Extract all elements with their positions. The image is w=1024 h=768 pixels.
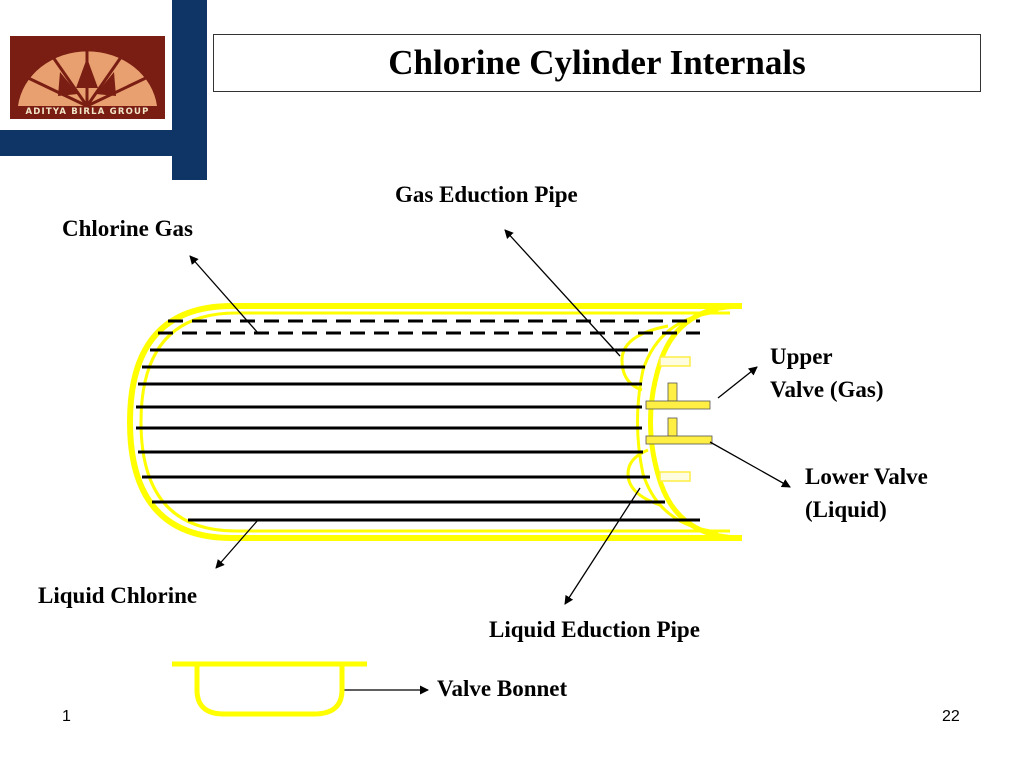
liquid-chlorine-label: Liquid Chlorine: [38, 583, 198, 608]
cylinder-right-head-outer: [648, 303, 743, 541]
valve-bonnet-cap: [194, 664, 345, 717]
lower-pipe-stub: [659, 471, 691, 482]
liquid-eduction-pipe-arrow: [564, 487, 641, 605]
cylinder-outer-shell: [126, 303, 742, 541]
valve-bonnet-label: Valve Bonnet: [437, 676, 568, 701]
footer-left-number: 1: [62, 708, 71, 725]
upper-pipe-stub: [659, 356, 691, 367]
lower-valve-label-line2: (Liquid): [805, 497, 887, 522]
chlorine-gas-arrow: [189, 255, 259, 334]
logo-text: ADITYA BIRLA GROUP: [25, 107, 150, 117]
lower-valve-stem: [667, 417, 678, 437]
upper-valve-arrow: [717, 366, 758, 399]
lower-valve-body: [645, 435, 713, 445]
cylinder-inner-shell: [139, 311, 730, 533]
liquid-chlorine-arrow: [215, 519, 259, 569]
aditya-birla-logo: ADITYA BIRLA GROUP: [10, 36, 165, 119]
header-band-horizontal: [0, 130, 178, 156]
upper-valve-body: [645, 400, 711, 410]
upper-valve-label-line1: Upper: [770, 344, 833, 369]
gas-eduction-pipe-label: Gas Eduction Pipe: [395, 182, 578, 207]
slide-number: 22: [942, 708, 960, 725]
page-title: Chlorine Cylinder Internals: [388, 43, 806, 82]
liquid-eduction-pipe-label: Liquid Eduction Pipe: [489, 617, 700, 642]
chlorine-gas-label: Chlorine Gas: [62, 216, 193, 241]
gas-eduction-pipe-arrow: [504, 229, 621, 357]
cylinder-right-head-inner: [636, 310, 719, 534]
logo-sun-icon: [10, 36, 165, 119]
upper-valve-stem: [667, 382, 678, 402]
title-box: Chlorine Cylinder Internals: [213, 34, 981, 92]
upper-valve-label-line2: Valve (Gas): [770, 377, 884, 402]
lower-valve-label-line1: Lower Valve: [805, 464, 928, 489]
liquid-eduction-pipe-curve: [626, 448, 661, 507]
lower-valve-arrow: [709, 441, 791, 488]
